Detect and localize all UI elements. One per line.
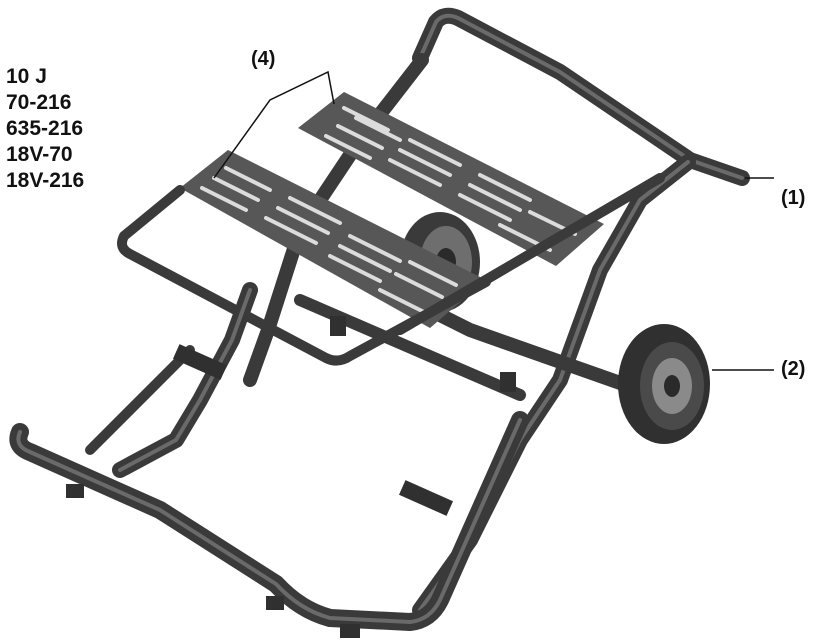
stand-frame-front <box>9 173 665 631</box>
callout-leaders <box>213 70 774 371</box>
callout-wheel: (2) <box>781 358 806 380</box>
callout-mounting-plates: (4) <box>251 48 276 70</box>
model-list: 10 J 70-216 635-216 18V-70 18V-216 <box>6 64 84 194</box>
stand-frame-back <box>243 7 750 618</box>
plates-leader <box>213 70 335 179</box>
frame-brackets <box>66 316 516 638</box>
callout-handle: (1) <box>781 187 806 209</box>
mounting-plate-front <box>180 150 486 328</box>
model-name: 635-216 <box>6 117 84 140</box>
front-wheel <box>618 324 710 444</box>
model-name: 70-216 <box>6 91 72 114</box>
mounting-plate-rear <box>298 92 604 266</box>
model-name: 18V-216 <box>6 169 85 192</box>
model-name: 10 J <box>6 65 47 88</box>
model-name: 18V-70 <box>6 143 73 166</box>
